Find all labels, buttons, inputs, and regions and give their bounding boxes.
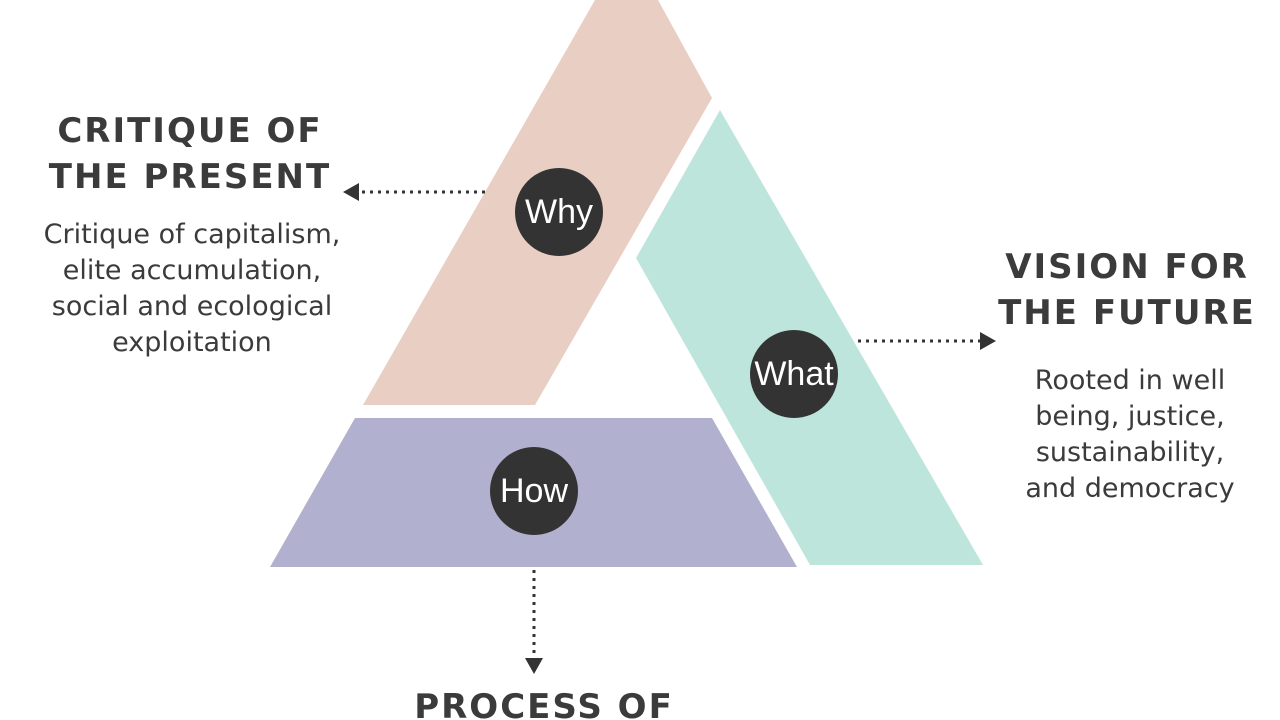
vision-description-line: and democracy xyxy=(1025,473,1235,504)
what-node: What xyxy=(750,330,838,418)
process-heading: PROCESS OF xyxy=(344,684,744,720)
what-label: What xyxy=(754,355,834,393)
critique-description-line: social and ecological xyxy=(51,291,333,322)
critique-heading-line: THE PRESENT xyxy=(48,157,332,197)
critique-description-line: elite accumulation, xyxy=(62,255,322,286)
vision-description-line: being, justice, xyxy=(1035,401,1225,432)
vision-heading: VISION FOR THE FUTURE xyxy=(992,244,1262,336)
how-node: How xyxy=(490,447,578,535)
critique-description-line: Critique of capitalism, xyxy=(43,219,341,250)
how-label: How xyxy=(500,472,568,510)
process-arrow-head xyxy=(525,658,543,674)
how-circle xyxy=(490,447,578,535)
vision-description: Rooted in well being, justice, sustainab… xyxy=(995,363,1265,507)
why-label: Why xyxy=(525,193,593,231)
critique-arrow-head xyxy=(343,183,359,201)
critique-heading: CRITIQUE OF THE PRESENT xyxy=(20,108,360,200)
why-circle xyxy=(515,168,603,256)
process-heading-line: PROCESS OF xyxy=(414,687,674,720)
vision-heading-line: VISION FOR xyxy=(1005,247,1249,287)
vision-arrow-head xyxy=(980,332,996,350)
critique-description-line: exploitation xyxy=(112,327,272,358)
what-circle xyxy=(750,330,838,418)
why-node: Why xyxy=(515,168,603,256)
critique-heading-line: CRITIQUE OF xyxy=(57,111,323,151)
vision-heading-line: THE FUTURE xyxy=(998,293,1256,333)
vision-description-line: sustainability, xyxy=(1035,437,1225,468)
critique-description: Critique of capitalism, elite accumulati… xyxy=(12,217,372,361)
vision-description-line: Rooted in well xyxy=(1034,365,1226,396)
